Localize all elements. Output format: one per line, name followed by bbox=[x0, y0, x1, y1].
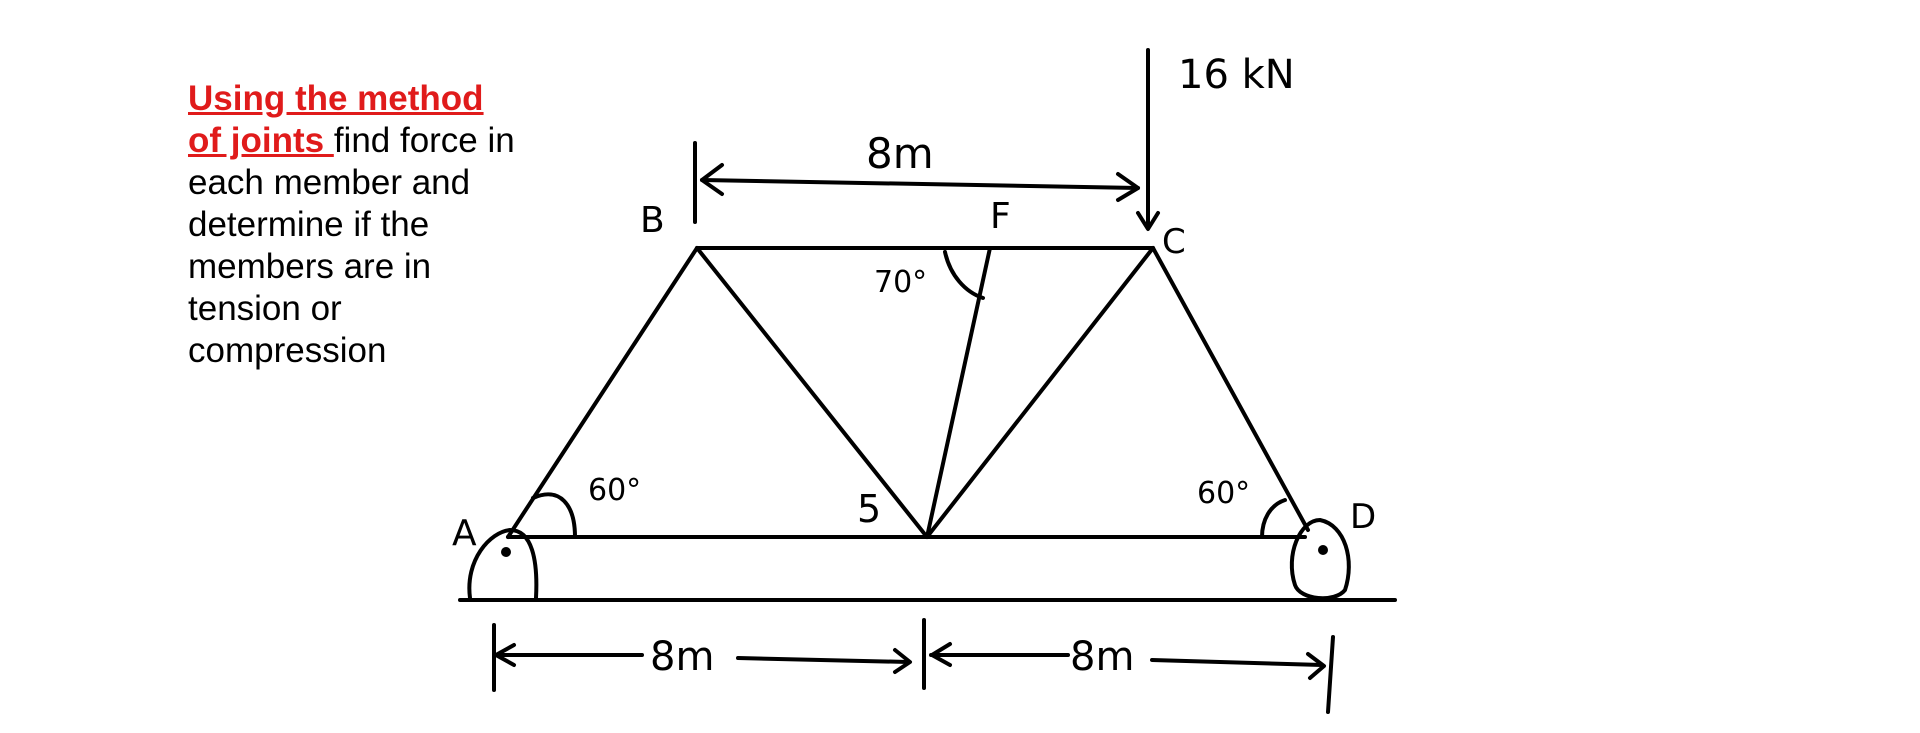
label-angle-f: 70° bbox=[874, 265, 927, 300]
label-bottom-left-dimension: 8m bbox=[650, 634, 714, 680]
label-node-b: B bbox=[640, 200, 665, 241]
dim-top-right-arrow bbox=[1116, 172, 1140, 202]
label-node-5: 5 bbox=[857, 487, 881, 531]
support-a bbox=[467, 528, 539, 600]
angle-arc-f bbox=[943, 250, 985, 300]
label-bottom-right-dimension: 8m bbox=[1070, 634, 1134, 680]
member-b5 bbox=[695, 246, 929, 539]
label-angle-a: 60° bbox=[588, 473, 641, 508]
dim-top-left-arrow bbox=[700, 163, 724, 196]
dim-bottom-left-arrow-r bbox=[893, 648, 912, 674]
support-a-pin-dot bbox=[501, 547, 511, 557]
member-c5 bbox=[925, 246, 1155, 539]
dim-bottom-right-tick bbox=[1326, 635, 1335, 714]
dim-bottom-right-arrow-r bbox=[1306, 652, 1326, 680]
support-d-pin-dot bbox=[1318, 545, 1328, 555]
method-of-joints-highlight: Using the method of joints bbox=[188, 79, 484, 160]
support-d bbox=[1289, 518, 1351, 601]
label-load: 16 kN bbox=[1178, 52, 1295, 98]
dim-top-line bbox=[700, 178, 1140, 190]
problem-text: find force in each member and determine … bbox=[188, 121, 515, 370]
dim-bottom-left-line-b bbox=[736, 656, 910, 664]
dim-bottom-right-line-b bbox=[1150, 658, 1324, 667]
member-cd bbox=[1151, 246, 1310, 532]
member-ab bbox=[506, 246, 699, 539]
label-node-f: F bbox=[990, 196, 1011, 237]
load-arrow-head bbox=[1136, 211, 1160, 231]
problem-statement: Using the method of joints find force in… bbox=[188, 78, 518, 372]
label-node-d: D bbox=[1350, 497, 1376, 537]
label-angle-d: 60° bbox=[1197, 476, 1250, 511]
dim-bottom-left-arrow-l bbox=[494, 643, 516, 667]
label-node-a: A bbox=[452, 513, 477, 554]
angle-arc-d bbox=[1260, 498, 1287, 539]
label-node-c: C bbox=[1162, 222, 1186, 262]
label-top-dimension: 8m bbox=[866, 129, 934, 178]
dim-bottom-right-arrow-l bbox=[930, 642, 952, 667]
angle-arc-a bbox=[531, 492, 577, 539]
